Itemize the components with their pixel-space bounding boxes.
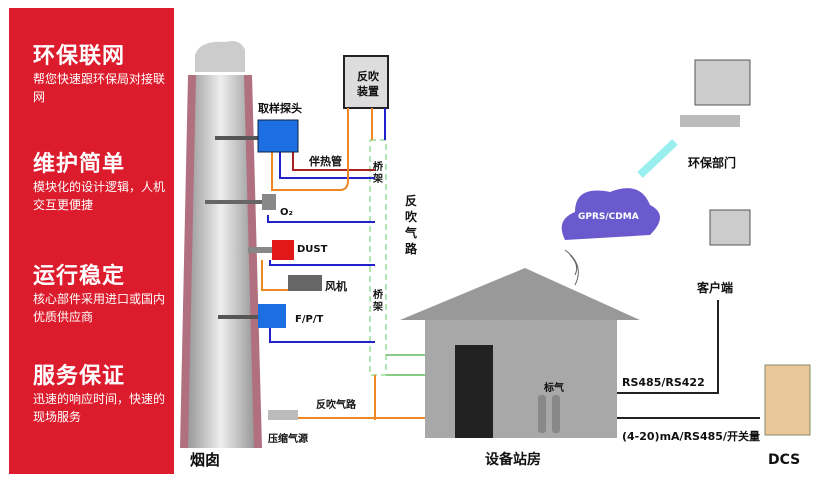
pipes — [261, 108, 430, 420]
o2-analyzer — [262, 194, 276, 210]
dcs-label: DCS — [768, 452, 800, 468]
client-label: 客户端 — [696, 280, 733, 295]
feature-title: 运行稳定 — [33, 264, 126, 289]
cabinet — [455, 345, 493, 438]
path-label: 吹 — [405, 209, 418, 224]
backflush-device — [343, 55, 389, 109]
station-house — [425, 320, 617, 438]
dust-label: DUST — [297, 244, 328, 255]
comm-lines — [617, 300, 760, 419]
analog-label: (4-20)mA/RS485/开关量 — [622, 429, 760, 443]
network-label: GPRS/CDMA — [578, 212, 639, 222]
compressed-air-label: 压缩气源 — [268, 432, 308, 445]
bridge-label: 桥 — [373, 160, 384, 173]
fpt-label: F/P/T — [295, 314, 323, 325]
o2-label: O₂ — [280, 207, 293, 218]
feature-desc: 帮您快速跟环保局对接联网 — [33, 72, 166, 104]
feature-network: 环保联网帮您快速跟环保局对接联网 — [33, 44, 173, 106]
chimney-label: 烟囱 — [190, 451, 220, 469]
feature-desc: 模块化的设计逻辑，人机交互更便捷 — [33, 180, 166, 212]
wireless-icon — [564, 249, 579, 286]
fan-label: 风机 — [325, 279, 347, 293]
backflush-device-label: 反吹 — [357, 69, 380, 83]
path-label: 反 — [405, 193, 417, 208]
epa-computer-icon — [694, 59, 751, 106]
std-gas-label: 标气 — [543, 381, 564, 394]
cable-bridge — [369, 139, 387, 376]
gas-cylinder — [552, 395, 560, 433]
heat-tube-label: 伴热管 — [308, 154, 342, 168]
upload-arrow-icon — [637, 139, 678, 178]
feature-title: 服务保证 — [33, 364, 126, 389]
feature-panel: 环保联网帮您快速跟环保局对接联网 维护简单模块化的设计逻辑，人机交互更便捷 运行… — [9, 8, 174, 474]
cloud-icon — [561, 188, 660, 240]
backflush-path-label: 反吹气路 — [316, 398, 357, 411]
rs485-label: RS485/RS422 — [622, 376, 705, 389]
sampling-probe — [257, 119, 299, 153]
client-computer-icon — [709, 209, 751, 246]
station-label: 设备站房 — [485, 451, 541, 468]
feature-service: 服务保证迅速的响应时间，快速的现场服务 — [33, 364, 173, 426]
backflush-device-label: 装置 — [356, 84, 379, 98]
station-roof — [400, 268, 640, 320]
keyboard-icon — [680, 115, 740, 127]
dcs-server-icon — [764, 364, 811, 436]
feature-maintenance: 维护简单模块化的设计逻辑，人机交互更便捷 — [33, 152, 173, 214]
gas-cylinder — [538, 395, 546, 433]
path-label: 气 — [404, 225, 417, 240]
fan-icon — [288, 275, 322, 291]
bridge-label: 架 — [372, 300, 383, 313]
bridge-label: 架 — [372, 172, 383, 185]
feature-desc: 核心部件采用进口或国内优质供应商 — [33, 292, 166, 324]
feature-desc: 迅速的响应时间，快速的现场服务 — [33, 392, 166, 424]
feature-title: 环保联网 — [33, 44, 126, 69]
path-label: 路 — [405, 241, 418, 256]
sampling-probe-label: 取样探头 — [258, 101, 302, 115]
epa-label: 环保部门 — [688, 155, 736, 170]
bridge-label: 桥 — [373, 288, 384, 301]
feature-stability: 运行稳定核心部件采用进口或国内优质供应商 — [33, 264, 173, 326]
fpt-sensor — [258, 304, 286, 328]
compressed-air-icon — [268, 410, 298, 420]
dust-meter — [272, 240, 294, 260]
feature-title: 维护简单 — [33, 152, 126, 177]
chimney — [180, 41, 262, 448]
